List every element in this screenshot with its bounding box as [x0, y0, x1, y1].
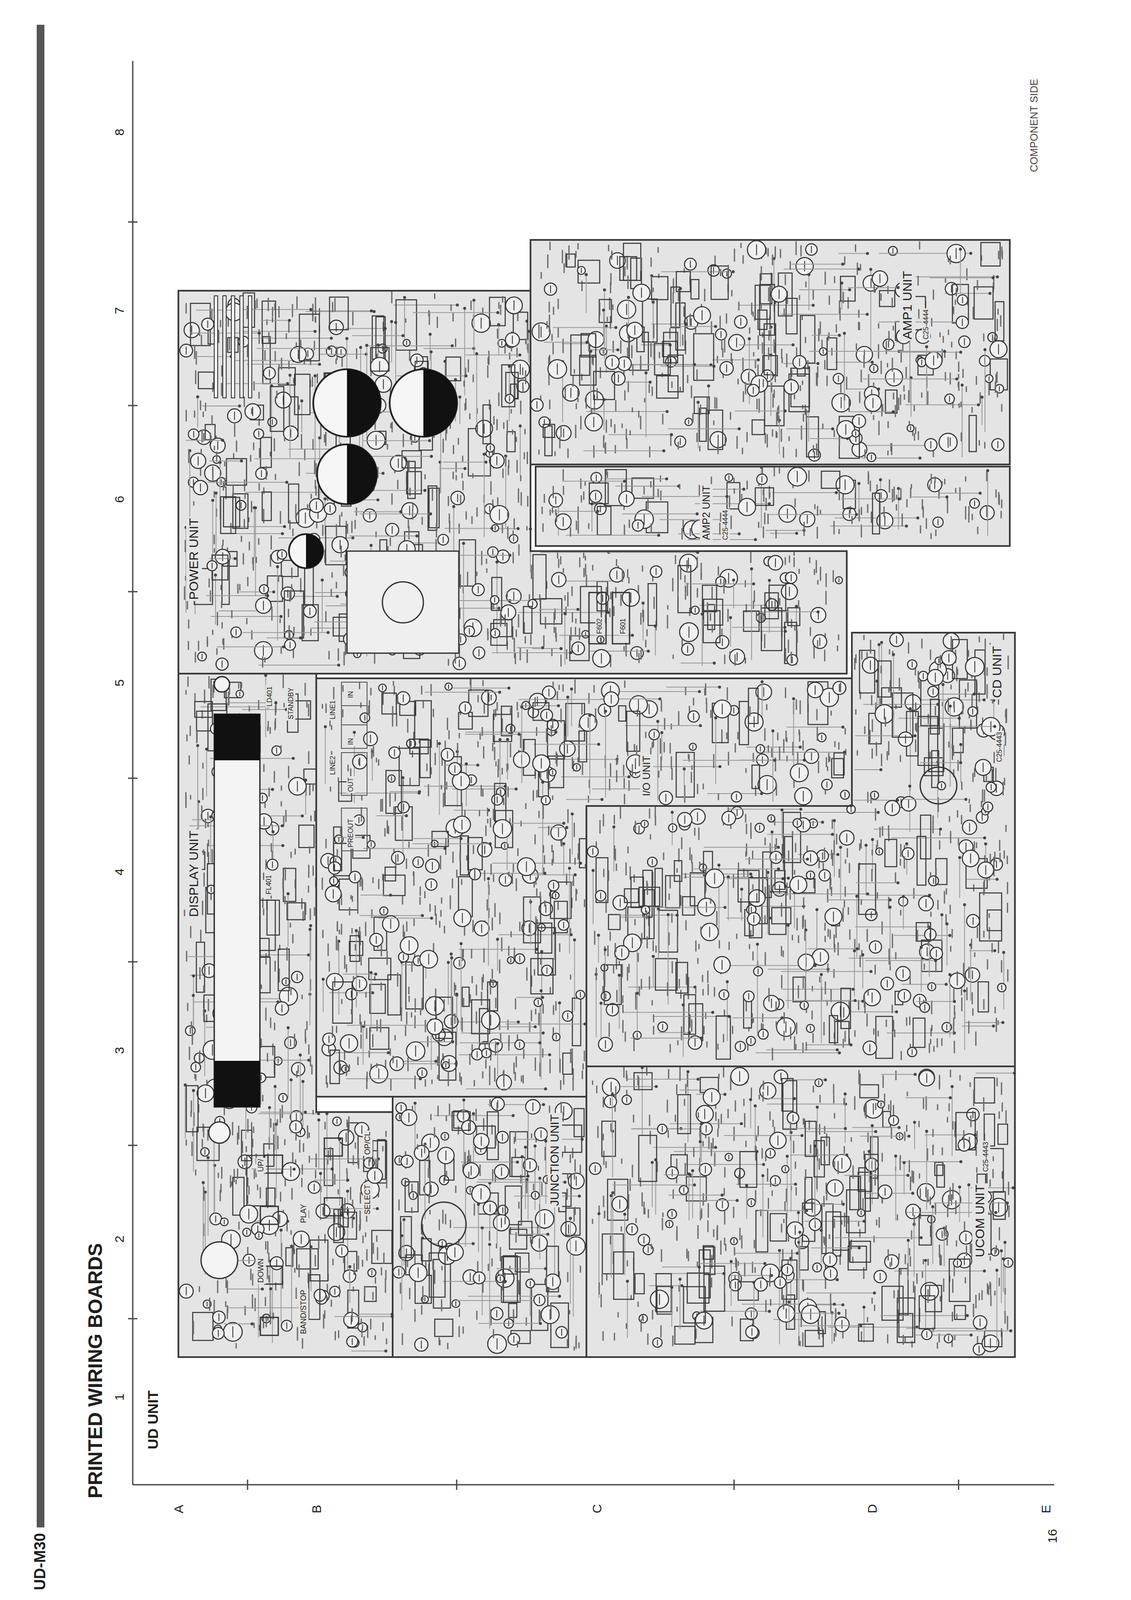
edge-bar [36, 24, 45, 1528]
